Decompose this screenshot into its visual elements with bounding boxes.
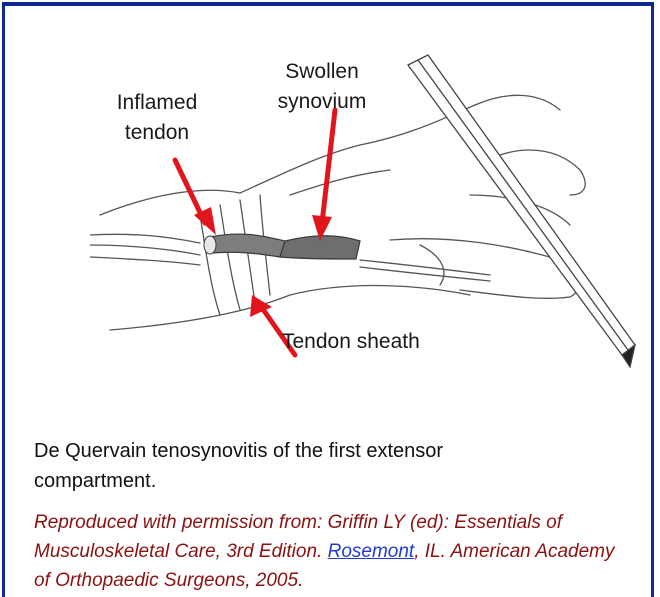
- frame-top-border: [2, 2, 654, 6]
- permission-credit: Reproduced with permission from: Griffin…: [34, 508, 624, 595]
- caption-line1: De Quervain tenosynovitis of the first e…: [34, 436, 594, 466]
- forearm-lower-outline: [110, 286, 470, 330]
- pencil: [408, 55, 635, 367]
- frame-left-border: [2, 2, 5, 597]
- finger-outline-4: [290, 170, 390, 195]
- tendon-distal-2: [360, 267, 490, 281]
- muscle-lines-3: [90, 257, 200, 265]
- muscle-lines-1: [90, 234, 200, 243]
- tendon-distal-1: [360, 260, 490, 275]
- swollen-synovium-label-line1: Swollen: [262, 57, 382, 87]
- swollen-synovium-label: Swollen synovium: [262, 57, 382, 117]
- inflamed-tendon-label: Inflamed tendon: [102, 88, 212, 148]
- inflamed-tendon-label-line2: tendon: [102, 118, 212, 148]
- inflamed-tendon-segment: [204, 234, 360, 259]
- tendon-sheath-label: Tendon sheath: [282, 327, 482, 357]
- frame-right-border: [651, 2, 654, 597]
- palm-crease: [420, 245, 444, 285]
- sheath-fibers-1: [200, 215, 220, 315]
- sheath-fibers-2: [220, 205, 240, 310]
- swollen-synovium-label-line2: synovium: [262, 87, 382, 117]
- rosemont-link[interactable]: Rosemont: [328, 541, 415, 562]
- caption-line2: compartment.: [34, 466, 594, 496]
- muscle-lines-2: [90, 245, 200, 255]
- figure-caption: De Quervain tenosynovitis of the first e…: [34, 436, 594, 496]
- inflamed-tendon-label-line1: Inflamed: [102, 88, 212, 118]
- finger-outline-1: [475, 95, 560, 110]
